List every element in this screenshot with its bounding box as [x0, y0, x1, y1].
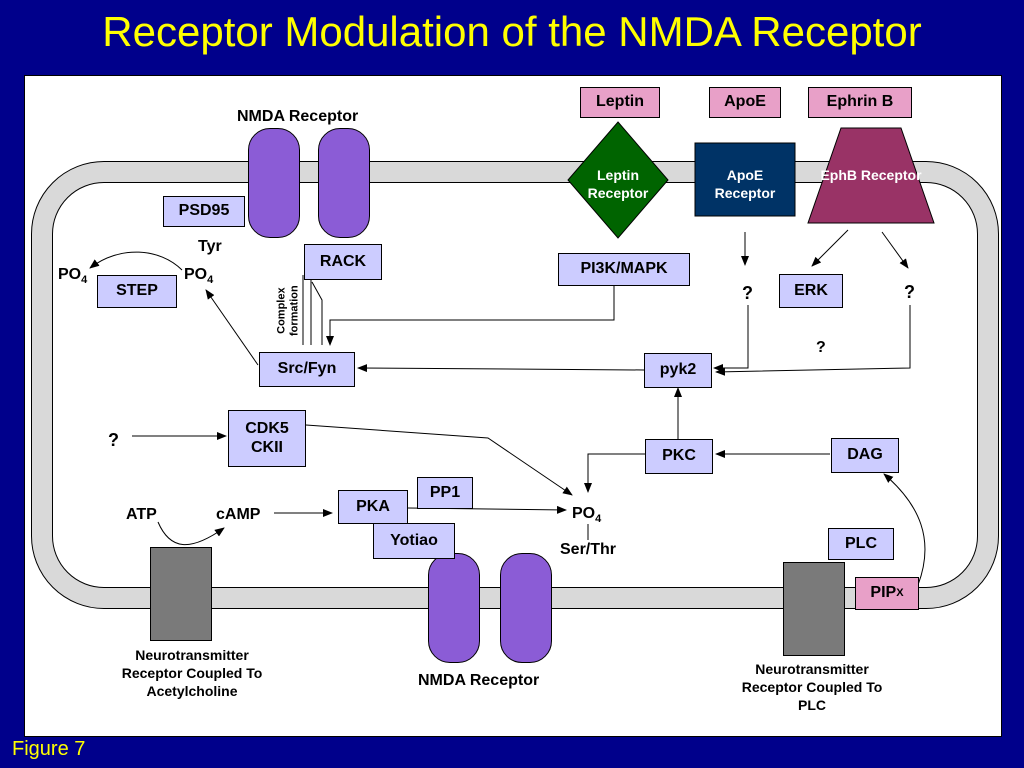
leptin-box: Leptin — [580, 87, 660, 118]
apoe-receptor-label: ApoE Receptor — [714, 167, 776, 202]
camp-label: cAMP — [216, 506, 261, 523]
pi3k-mapk-box: PI3K/MAPK — [558, 253, 690, 286]
nmda-receptor-bottom-label: NMDA Receptor — [418, 672, 540, 689]
cdk5-question-mark: ? — [108, 430, 119, 450]
pip-subscript: X — [896, 587, 904, 600]
ck2-label: CKII — [251, 438, 283, 456]
apoe-box: ApoE — [709, 87, 781, 118]
page-title: Receptor Modulation of the NMDA Receptor — [102, 8, 922, 55]
erk-box: ERK — [779, 274, 843, 308]
nmda-receptor-top-label: NMDA Receptor — [237, 108, 359, 125]
po4-mid-label: PO4 — [184, 266, 213, 287]
figure-caption: Figure 7 — [12, 738, 86, 760]
cdk5-ck2-box: CDK5 CKII — [228, 410, 306, 467]
leptin-receptor-label: Leptin Receptor — [587, 167, 649, 202]
ephrin-b-box: Ephrin B — [808, 87, 912, 118]
plc-coupled-receptor — [783, 562, 845, 656]
src-fyn-box: Src/Fyn — [259, 352, 355, 387]
po4-right-text: PO — [572, 505, 596, 522]
nmda-receptor-top-left-subunit — [248, 128, 300, 238]
atp-label: ATP — [126, 506, 157, 523]
step-box: STEP — [97, 275, 177, 308]
pka-box: PKA — [338, 490, 408, 524]
pkc-box: PKC — [645, 439, 713, 474]
ephb-receptor-label: EphB Receptor — [820, 167, 922, 183]
po4-left-text: PO — [58, 266, 82, 283]
po4-mid-text: PO — [184, 266, 208, 283]
po4-mid-sub: 4 — [207, 274, 214, 287]
pp1-box: PP1 — [417, 477, 473, 509]
po4-left-label: PO4 — [58, 266, 87, 287]
pip-label: PIP — [870, 584, 897, 602]
nmda-receptor-bottom-right-subunit — [500, 553, 552, 663]
po4-right-label: PO4 — [572, 505, 601, 526]
po4-right-sub: 4 — [595, 513, 602, 526]
complex-formation-label: Complex formation — [275, 285, 300, 337]
cdk5-label: CDK5 — [245, 420, 289, 438]
psd95-box: PSD95 — [163, 196, 245, 227]
apoe-question-mark: ? — [742, 283, 753, 303]
nmda-receptor-bottom-left-subunit — [428, 553, 480, 663]
apoe-receptor-shape — [694, 142, 796, 217]
plc-receptor-label: Neurotransmitter Receptor Coupled To PLC — [741, 661, 883, 714]
yotiao-box: Yotiao — [373, 523, 455, 559]
nmda-receptor-top-right-subunit — [318, 128, 370, 238]
ephb-question-mark: ? — [904, 282, 915, 302]
leptin-receptor-shape — [567, 121, 669, 239]
pyk2-box: pyk2 — [644, 353, 712, 388]
ephb-receptor-shape — [807, 127, 935, 224]
rack-box: RACK — [304, 244, 382, 280]
acetylcholine-receptor-label: Neurotransmitter Receptor Coupled To Ace… — [121, 647, 263, 700]
acetylcholine-coupled-receptor — [150, 547, 212, 641]
erk-question-mark: ? — [816, 339, 826, 356]
arrow-po4-transfer — [89, 251, 183, 271]
tyr-label: Tyr — [198, 238, 222, 255]
po4-left-sub: 4 — [81, 274, 88, 287]
dag-box: DAG — [831, 438, 899, 473]
ser-thr-label: Ser/Thr — [560, 541, 617, 558]
plc-box: PLC — [828, 528, 894, 560]
